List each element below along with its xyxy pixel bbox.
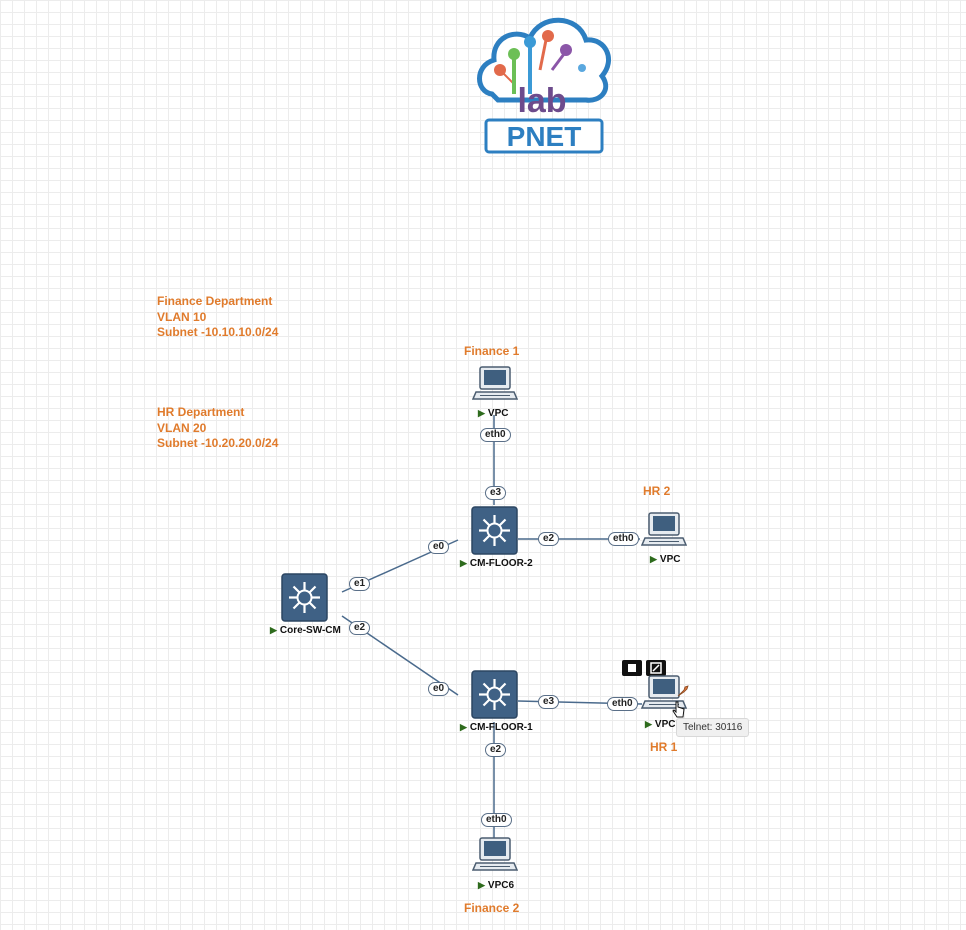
port-core-e2[interactable]: e2 <box>349 621 371 635</box>
label-cm-floor-2[interactable]: ▶CM-FLOOR-2 <box>460 558 533 569</box>
node-core-sw-cm[interactable] <box>281 573 328 622</box>
label-vpc-finance1[interactable]: ▶VPC <box>478 408 509 419</box>
computer-icon <box>640 675 688 709</box>
finance-note-line-2: VLAN 10 <box>157 309 207 324</box>
hr-note-line-1: HR Department <box>157 405 245 419</box>
port-floor2-e3[interactable]: e3 <box>485 486 507 500</box>
computer-icon <box>471 837 519 871</box>
run-state-icon: ▶ <box>460 722 467 732</box>
finance-note[interactable]: Finance Department VLAN 10 Subnet -10.10… <box>157 294 278 341</box>
port-finance2-eth0[interactable]: eth0 <box>481 813 512 827</box>
port-floor1-e2[interactable]: e2 <box>485 743 507 757</box>
port-floor1-e3[interactable]: e3 <box>538 695 560 709</box>
switch-icon <box>281 573 328 622</box>
port-floor2-e2[interactable]: e2 <box>538 532 560 546</box>
node-console-button[interactable] <box>622 660 642 676</box>
hr-note-line-2: VLAN 20 <box>157 420 207 435</box>
run-state-icon: ▶ <box>478 408 485 418</box>
port-core-e1[interactable]: e1 <box>349 577 371 591</box>
node-vpc-hr1[interactable] <box>640 674 688 712</box>
title-hr-1[interactable]: HR 1 <box>650 740 678 754</box>
label-cm-floor-1[interactable]: ▶CM-FLOOR-1 <box>460 722 533 733</box>
hr-note[interactable]: HR Department VLAN 20 Subnet -10.20.20.0… <box>157 405 278 452</box>
pnetlab-logo: lab PNET <box>477 17 612 154</box>
node-vpc-finance1[interactable] <box>471 365 519 403</box>
node-cm-floor-2[interactable] <box>471 506 518 555</box>
port-floor1-e0[interactable]: e0 <box>428 682 450 696</box>
hr-note-line-3: Subnet -10.20.20.0/24 <box>157 436 279 450</box>
run-state-icon: ▶ <box>460 558 467 568</box>
label-vpc6[interactable]: ▶VPC6 <box>478 880 515 891</box>
run-state-icon: ▶ <box>650 554 657 564</box>
label-core-sw-cm[interactable]: ▶Core-SW-CM <box>270 625 341 636</box>
edit-icon <box>650 662 662 674</box>
node-cm-floor-1[interactable] <box>471 670 518 719</box>
stop-icon <box>628 664 636 672</box>
node-vpc6[interactable] <box>471 836 519 874</box>
computer-icon <box>640 512 688 546</box>
port-floor2-e0[interactable]: e0 <box>428 540 450 554</box>
title-finance-2[interactable]: Finance 2 <box>464 901 520 915</box>
logo-pnet-text: PNET <box>507 121 582 152</box>
finance-note-line-1: Finance Department <box>157 294 273 308</box>
label-vpc-hr2[interactable]: ▶VPC <box>650 554 681 565</box>
switch-icon <box>471 506 518 555</box>
label-vpc-hr1[interactable]: ▶VPC <box>645 719 676 730</box>
logo-lab-text: lab <box>517 82 566 120</box>
computer-icon <box>471 366 519 400</box>
finance-note-line-3: Subnet -10.10.10.0/24 <box>157 325 279 339</box>
title-finance-1[interactable]: Finance 1 <box>464 344 520 358</box>
telnet-tooltip: Telnet: 30116 <box>676 718 750 737</box>
port-hr1-eth0[interactable]: eth0 <box>607 697 638 711</box>
run-state-icon: ▶ <box>645 719 652 729</box>
wrench-icon <box>677 685 689 697</box>
mouse-pointer-icon <box>672 701 685 718</box>
switch-icon <box>471 670 518 719</box>
run-state-icon: ▶ <box>478 880 485 890</box>
port-hr2-eth0[interactable]: eth0 <box>608 532 639 546</box>
run-state-icon: ▶ <box>270 625 277 635</box>
node-vpc-hr2[interactable] <box>640 511 688 549</box>
title-hr-2[interactable]: HR 2 <box>643 484 671 498</box>
node-edit-button[interactable] <box>646 660 666 676</box>
port-finance1-eth0[interactable]: eth0 <box>480 428 511 442</box>
